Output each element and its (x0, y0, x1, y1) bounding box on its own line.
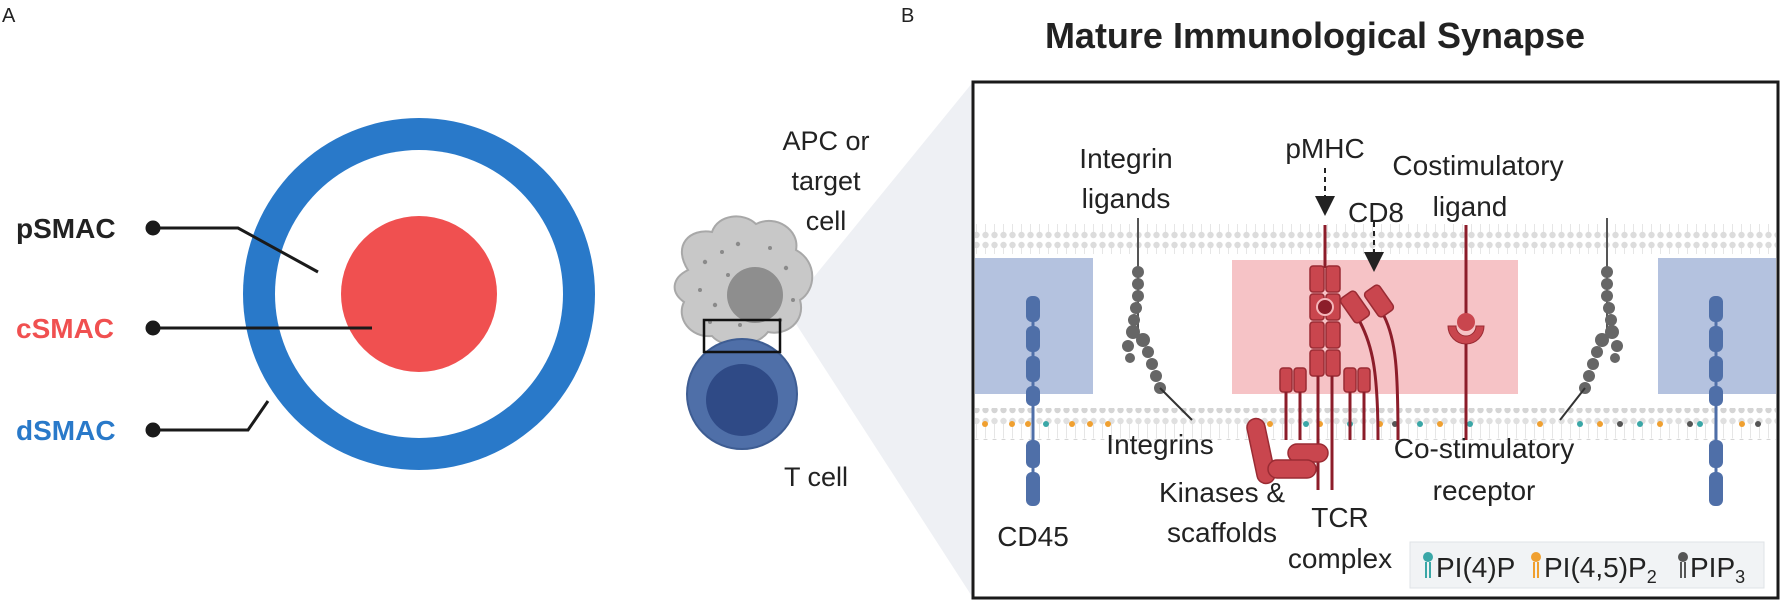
apc-cell (673, 215, 814, 347)
panel-label-b: B (901, 5, 914, 27)
synapse-panel (971, 80, 1780, 600)
lipid-legend: PI(4)P PI(4,5)P2 PIP3 (1409, 541, 1765, 589)
synapse-title: Mature Immunological Synapse (1045, 15, 1585, 56)
tcell-membrane (975, 408, 1776, 440)
zoom-box (702, 318, 782, 354)
costimulatory-pair (1447, 225, 1485, 440)
integrins-label: Integrins (1106, 429, 1213, 460)
zoom-wedge (787, 82, 973, 598)
kinases-label-2: scaffolds (1167, 517, 1277, 548)
cd45-left (1026, 296, 1040, 506)
panel-label-a: A (2, 5, 16, 27)
apc-label-2: target (791, 166, 861, 196)
integrin-ligands-label-2: ligands (1082, 183, 1171, 214)
integrin-right (1559, 218, 1623, 421)
costim-ligand-label-1: Costimulatory (1392, 150, 1563, 181)
lipid-pip3-icon (1678, 552, 1688, 578)
tcr-label-1: TCR (1311, 502, 1369, 533)
apc-membrane (975, 224, 1776, 254)
annotation-leaders (1315, 168, 1384, 272)
cd45-right (1709, 296, 1723, 506)
legend-pi4p-label: PI(4)P (1436, 552, 1515, 583)
cd45-label: CD45 (997, 521, 1069, 552)
cd8-label: CD8 (1348, 197, 1404, 228)
lipid-pi45p2-icon (1531, 552, 1541, 578)
t-cell (686, 338, 798, 450)
t-cell-label: T cell (784, 462, 848, 492)
costim-receptor-label-1: Co-stimulatory (1394, 433, 1574, 464)
tcr-pmhc-complex (1279, 225, 1371, 490)
integrin-left (1122, 218, 1193, 421)
smac-bullseye (243, 118, 595, 470)
csmac-core (341, 216, 497, 372)
kinases-scaffolds (1246, 417, 1329, 485)
smac-leaders (145, 220, 372, 438)
tcr-label-2: complex (1288, 543, 1392, 574)
lipid-pi4p-icon (1423, 552, 1433, 578)
apc-label-3: cell (806, 206, 847, 236)
cd8-coreceptor (1339, 284, 1400, 441)
costim-receptor-label-2: receptor (1433, 475, 1536, 506)
legend-pip3-label: PIP3 (1690, 552, 1745, 587)
csmac-label: cSMAC (16, 313, 114, 344)
integrin-ligands-label-1: Integrin (1079, 143, 1172, 174)
dsmac-label: dSMAC (16, 415, 116, 446)
apc-label-1: APC or (782, 126, 869, 156)
kinases-label-1: Kinases & (1159, 477, 1285, 508)
pmhc-label: pMHC (1285, 133, 1364, 164)
psmac-label: pSMAC (16, 213, 116, 244)
costim-ligand-label-2: ligand (1433, 191, 1508, 222)
legend-pi45p2-label: PI(4,5)P2 (1544, 552, 1657, 587)
